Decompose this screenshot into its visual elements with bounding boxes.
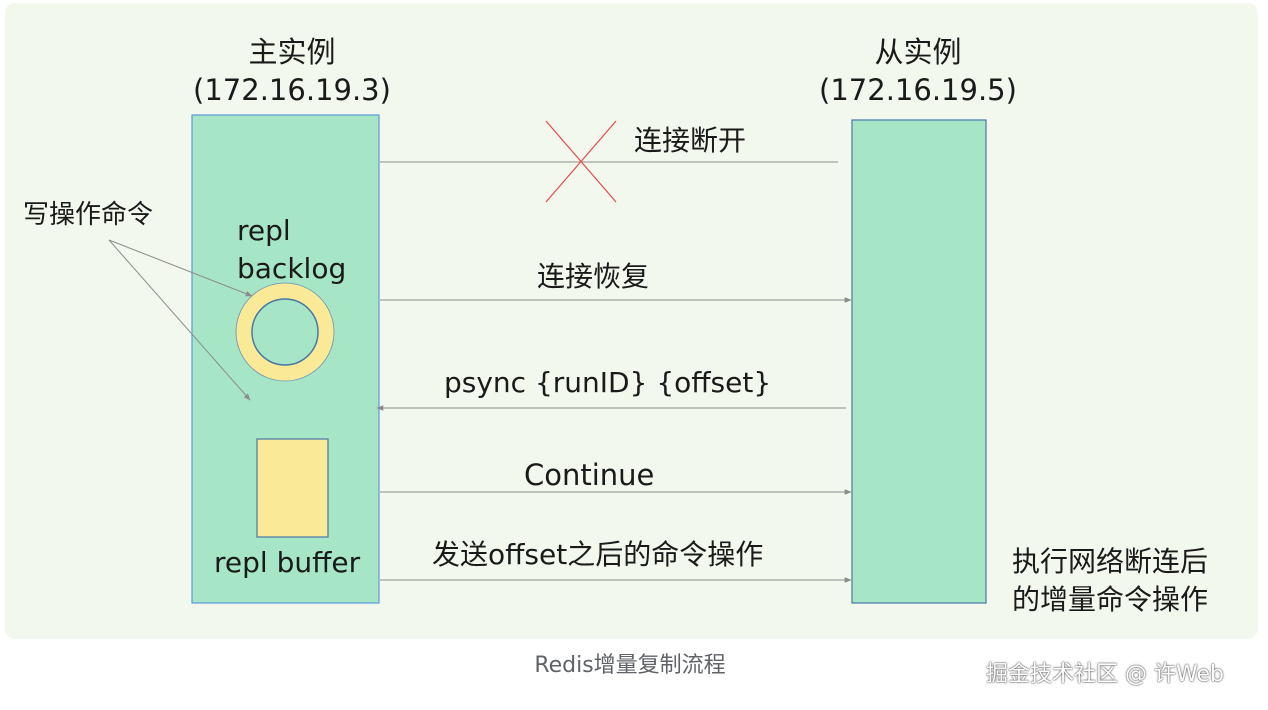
replica-title: 从实例 bbox=[874, 35, 962, 69]
repl-backlog-ring bbox=[236, 283, 334, 381]
disconnect-label: 连接断开 bbox=[634, 124, 747, 157]
replica-ip: (172.16.19.5) bbox=[819, 73, 1017, 107]
repl-backlog-ring-inner-edge bbox=[251, 298, 319, 366]
write-ops-to-backlog-arrow bbox=[108, 239, 253, 297]
diagram-caption: Redis增量复制流程 bbox=[534, 653, 726, 678]
master-ip: (172.16.19.3) bbox=[193, 73, 391, 107]
master-title: 主实例 bbox=[248, 35, 336, 69]
psync-label: psync {runID} {offset} bbox=[444, 366, 772, 399]
replica-note: 执行网络断连后 的增量命令操作 bbox=[1012, 545, 1209, 616]
replica-instance-box bbox=[851, 119, 987, 604]
reconnect-label: 连接恢复 bbox=[537, 260, 650, 293]
repl-backlog-label: repl backlog bbox=[237, 214, 347, 285]
write-ops-label: 写操作命令 bbox=[23, 200, 154, 230]
repl-buffer-box bbox=[256, 438, 329, 538]
watermark: 掘金技术社区 @ 许Web bbox=[986, 662, 1224, 687]
write-ops-to-buffer-arrow bbox=[108, 239, 251, 401]
continue-label: Continue bbox=[524, 458, 655, 492]
send-after-label: 发送offset之后的命令操作 bbox=[432, 538, 764, 571]
repl-backlog-ring-outer-edge bbox=[235, 282, 335, 382]
repl-buffer-label: repl buffer bbox=[214, 546, 361, 579]
disconnect-cross-b bbox=[545, 120, 617, 203]
